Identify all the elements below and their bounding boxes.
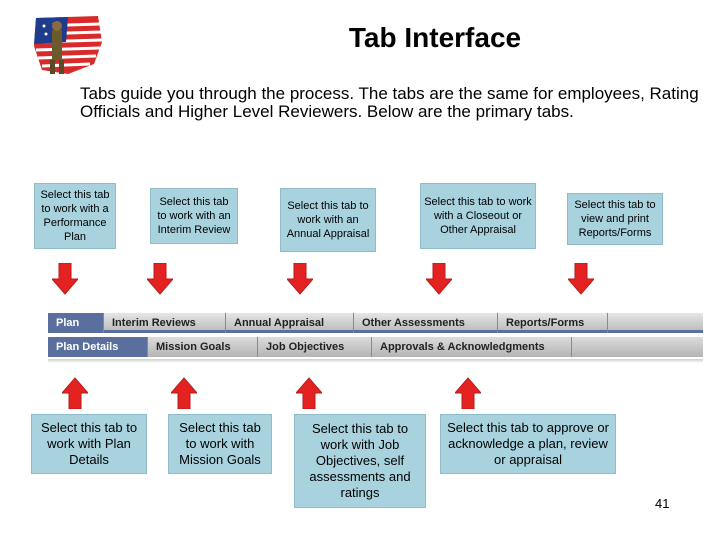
- ohio-flag-soldier-icon: [28, 12, 106, 78]
- down-arrow-icon: [568, 263, 594, 295]
- callout-approvals: Select this tab to approve or acknowledg…: [440, 414, 616, 474]
- callout-mission-goals: Select this tab to work with Mission Goa…: [168, 414, 272, 474]
- callout-interim-reviews: Select this tab to work with an Interim …: [150, 188, 238, 244]
- callout-plan: Select this tab to work with a Performan…: [34, 183, 116, 249]
- callout-other-assessments: Select this tab to work with a Closeout …: [420, 183, 536, 249]
- up-arrow-icon: [62, 377, 88, 409]
- down-arrow-icon: [52, 263, 78, 295]
- down-arrow-icon: [147, 263, 173, 295]
- sub-tab-bar: Plan Details Mission Goals Job Objective…: [48, 337, 703, 357]
- tab-mission-goals[interactable]: Mission Goals: [148, 337, 258, 357]
- tab-reports-forms[interactable]: Reports/Forms: [498, 313, 608, 333]
- up-arrow-icon: [171, 377, 197, 409]
- up-arrow-icon: [296, 377, 322, 409]
- callout-annual-appraisal: Select this tab to work with an Annual A…: [280, 188, 376, 252]
- callout-job-objectives: Select this tab to work with Job Objecti…: [294, 414, 426, 508]
- page-number: 41: [655, 496, 670, 511]
- tab-job-objectives[interactable]: Job Objectives: [258, 337, 372, 357]
- callout-plan-details: Select this tab to work with Plan Detail…: [31, 414, 147, 474]
- callout-reports-forms: Select this tab to view and print Report…: [567, 193, 663, 245]
- tab-interim-reviews[interactable]: Interim Reviews: [104, 313, 226, 333]
- tab-annual-appraisal[interactable]: Annual Appraisal: [226, 313, 354, 333]
- down-arrow-icon: [287, 263, 313, 295]
- tab-bar-shadow: [48, 359, 703, 363]
- down-arrow-icon: [426, 263, 452, 295]
- tab-approvals-acknowledgments[interactable]: Approvals & Acknowledgments: [372, 337, 572, 357]
- tab-plan[interactable]: Plan: [48, 313, 104, 333]
- page-title: Tab Interface: [348, 22, 522, 53]
- tab-plan-details[interactable]: Plan Details: [48, 337, 148, 357]
- up-arrow-icon: [455, 377, 481, 409]
- tab-other-assessments[interactable]: Other Assessments: [354, 313, 498, 333]
- main-tab-bar: Plan Interim Reviews Annual Appraisal Ot…: [48, 313, 703, 333]
- intro-text: Tabs guide you through the process. The …: [80, 84, 699, 121]
